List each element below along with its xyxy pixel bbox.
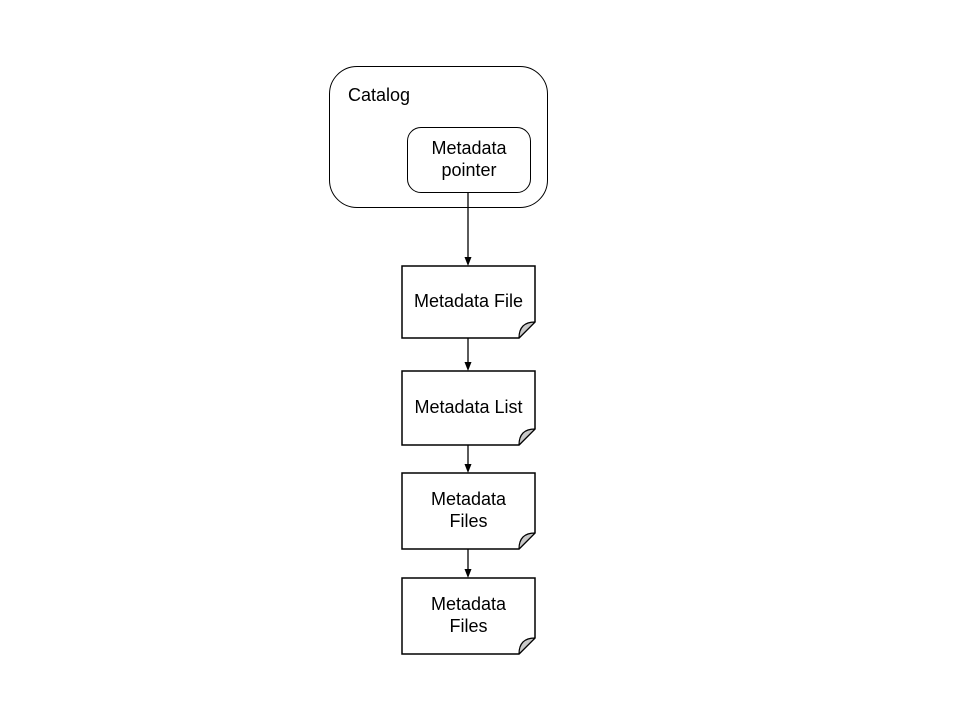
metadata-files-label-2: Metadata Files <box>430 594 507 636</box>
arrowhead-icon <box>464 362 472 371</box>
arrowhead-icon <box>464 257 472 266</box>
catalog-label: Catalog <box>348 85 411 105</box>
folded-corner-icon <box>518 637 536 655</box>
document-shape-metadata-file <box>401 265 536 339</box>
document-shape-metadata-files-1 <box>401 472 536 550</box>
document-shape-metadata-list <box>401 370 536 446</box>
connector-arrow-files-to-files <box>464 549 472 578</box>
metadata-file-label: Metadata File <box>413 291 524 312</box>
metadata-pointer-label: Metadata pointer <box>431 138 507 180</box>
metadata-list-label: Metadata List <box>414 397 523 418</box>
metadata-files-label-1: Metadata Files <box>430 489 507 531</box>
folded-corner-icon <box>518 532 536 550</box>
document-shape-metadata-files-2 <box>401 577 536 655</box>
folded-corner-icon <box>518 428 536 446</box>
arrowhead-icon <box>464 569 472 578</box>
metadata-pointer-shape: Metadata pointer <box>407 127 531 193</box>
connector-arrow-pointer-to-file <box>464 193 472 266</box>
connector-arrow-file-to-list <box>464 338 472 371</box>
folded-corner-icon <box>518 321 536 339</box>
connector-arrow-list-to-files <box>464 445 472 473</box>
arrowhead-icon <box>464 464 472 473</box>
